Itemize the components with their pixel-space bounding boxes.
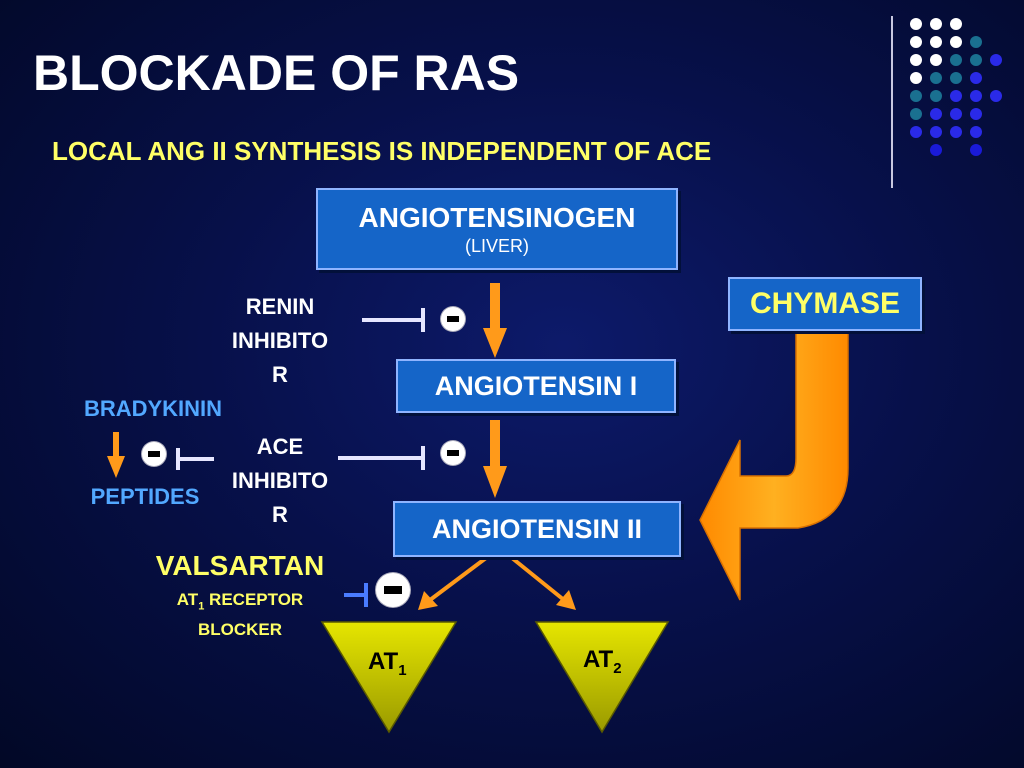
chymase-label: CHYMASE — [749, 287, 900, 320]
renin-inhibition-bar — [362, 308, 425, 332]
arrow-ang1-to-ang2 — [483, 420, 507, 498]
at2-receptor-triangle — [534, 621, 670, 734]
arrow-angiotensinogen-to-ang1 — [483, 283, 507, 358]
valsartan-inhibition-bar — [344, 583, 368, 607]
at2-label: AT2 — [583, 646, 622, 677]
receptor-blocker-suffix: RECEPTOR — [204, 590, 304, 609]
renin-minus-icon — [441, 307, 465, 331]
slide-subtitle: LOCAL ANG II SYNTHESIS IS INDEPENDENT OF… — [52, 136, 712, 166]
receptor-blocker-line-1: AT1 RECEPTOR — [148, 588, 332, 618]
at2-label-main: AT — [583, 646, 614, 673]
renin-inhibitor-label: RENIN INHIBITO R — [210, 290, 350, 392]
ace-inhibition-bar — [338, 446, 425, 470]
dot-row-1 — [910, 18, 962, 30]
ace-inhibitor-line-1: ACE — [256, 434, 304, 459]
arrow-ang2-to-at1 — [418, 556, 488, 610]
valsartan-label: VALSARTAN — [155, 550, 325, 581]
angiotensinogen-label: ANGIOTENSINOGEN — [358, 202, 636, 233]
dot-row-6 — [910, 108, 982, 120]
dot-row-3 — [910, 54, 1002, 66]
at1-label: AT1 — [368, 648, 407, 679]
angiotensin-1-box: ANGIOTENSIN I — [396, 359, 676, 413]
angiotensinogen-box: ANGIOTENSINOGEN (LIVER) — [316, 188, 678, 270]
angiotensin-2-label: ANGIOTENSIN II — [431, 514, 642, 544]
slide-title: BLOCKADE OF RAS — [33, 45, 520, 101]
angiotensin-1-label: ANGIOTENSIN I — [434, 371, 638, 401]
renin-inhibitor-line-3: R — [272, 362, 288, 387]
title-divider-line — [891, 16, 893, 188]
receptor-blocker-sub: 1 — [198, 600, 205, 613]
peptides-label: PEPTIDES — [90, 484, 200, 509]
at1-receptor-triangle — [320, 621, 458, 734]
renin-inhibitor-line-2: INHIBITO — [231, 328, 329, 353]
dot-row-2 — [910, 36, 982, 48]
at2-label-sub: 2 — [613, 659, 622, 677]
dot-row-5 — [910, 90, 1002, 102]
valsartan-minus-icon — [376, 573, 410, 607]
dot-row-8 — [930, 144, 982, 156]
renin-inhibitor-line-1: RENIN — [245, 294, 315, 319]
chymase-box: CHYMASE — [728, 277, 922, 331]
bradykinin-label: BRADYKININ — [83, 396, 223, 421]
at1-label-sub: 1 — [398, 661, 407, 679]
angiotensinogen-source-label: (LIVER) — [464, 236, 529, 256]
angiotensin-2-box: ANGIOTENSIN II — [393, 501, 681, 557]
ace-inhibitor-line-2: INHIBITO — [231, 468, 329, 493]
receptor-blocker-at: AT — [176, 590, 199, 609]
bradykinin-minus-icon — [142, 442, 166, 466]
dot-row-7 — [910, 126, 982, 138]
bradykinin-inhibition-bar — [176, 448, 214, 470]
receptor-blocker-line-2: BLOCKER — [197, 620, 283, 640]
at1-label-main: AT — [368, 648, 399, 675]
arrow-ang2-to-at2 — [510, 556, 576, 610]
arrow-bradykinin-to-peptides — [107, 432, 125, 478]
at1-receptor-blocker-label: AT1 RECEPTOR BLOCKER — [148, 588, 332, 641]
ace-minus-icon — [441, 441, 465, 465]
dot-row-4 — [910, 72, 982, 84]
decorative-dot-grid — [910, 18, 1002, 156]
ace-inhibitor-label: ACE INHIBITO R — [210, 430, 350, 532]
ace-inhibitor-line-3: R — [272, 502, 288, 527]
chymase-curved-arrow — [699, 331, 849, 601]
